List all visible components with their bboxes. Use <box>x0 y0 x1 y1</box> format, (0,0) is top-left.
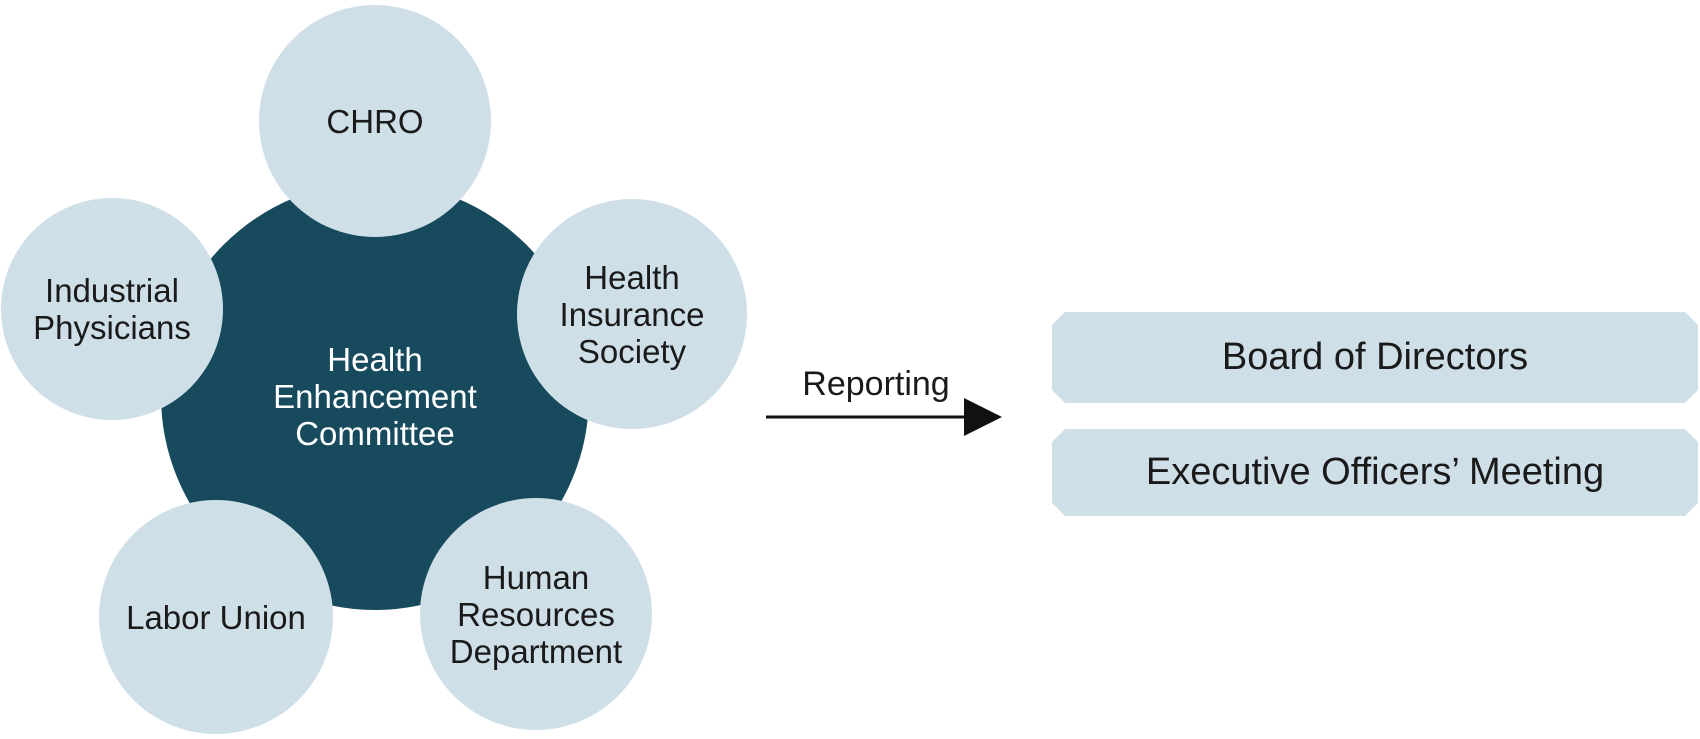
member-label-human-resources-department: Human Resources Department <box>449 558 623 670</box>
member-label-labor-union: Labor Union <box>126 598 306 636</box>
right-arrow-icon <box>766 398 1002 436</box>
target-box-board-of-directors: Board of Directors <box>1052 312 1698 403</box>
reporting-arrow-label: Reporting <box>802 365 950 403</box>
target-label-board-of-directors: Board of Directors <box>1221 336 1529 378</box>
member-circle-labor-union: Labor Union <box>99 500 333 734</box>
member-label-chro: CHRO <box>326 102 424 140</box>
member-label-health-insurance-society: Health Insurance Society <box>559 258 705 370</box>
member-circle-human-resources-department: Human Resources Department <box>420 498 652 730</box>
member-circle-industrial-physicians: Industrial Physicians <box>1 198 223 420</box>
target-box-executive-officers-meeting: Executive Officers’ Meeting <box>1052 429 1698 516</box>
member-circle-health-insurance-society: Health Insurance Society <box>517 199 747 429</box>
member-circle-chro: CHRO <box>259 5 491 237</box>
target-label-executive-officers-meeting: Executive Officers’ Meeting <box>1145 451 1605 493</box>
member-label-industrial-physicians: Industrial Physicians <box>33 272 191 346</box>
